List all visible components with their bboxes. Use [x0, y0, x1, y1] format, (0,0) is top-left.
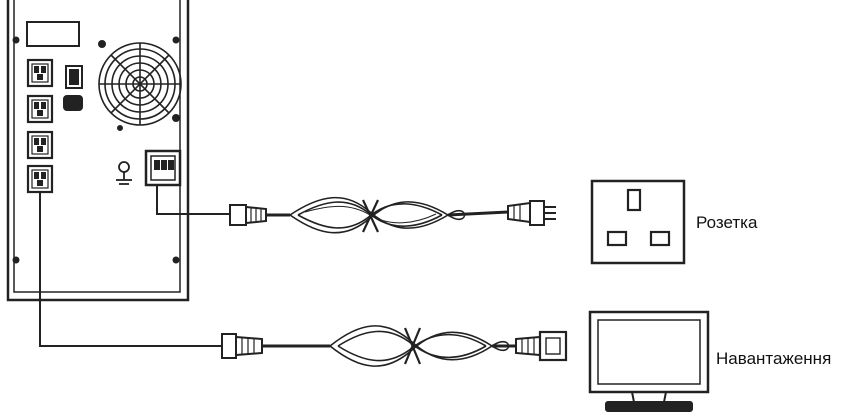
socket-label: Розетка — [696, 213, 758, 232]
ground-icon — [116, 161, 132, 185]
ups-ac-input-inlet — [144, 149, 182, 187]
coiled-cable — [288, 196, 509, 234]
power-cord-icon — [229, 204, 290, 226]
load-label: Навантаження — [716, 349, 832, 368]
ups-rear-panel — [6, 0, 190, 302]
wall-socket-icon — [590, 179, 686, 265]
output-power-cable — [39, 192, 568, 367]
ups-comm-port-icon — [63, 65, 83, 111]
display-window — [26, 21, 80, 47]
iec-plug-left-icon — [221, 333, 330, 359]
coiled-cable-2 — [328, 325, 516, 367]
wall-plug-icon — [507, 200, 556, 226]
monitor-icon — [588, 310, 710, 412]
fan-grille-icon — [98, 42, 182, 126]
ups-outlet-3 — [26, 130, 54, 160]
ups-output-outlets — [26, 58, 54, 194]
ups-outlet-2 — [26, 94, 54, 124]
input-power-cable — [156, 185, 556, 234]
ups-outlet-1 — [26, 58, 54, 88]
iec-cord-icon — [515, 330, 568, 362]
ups-outlet-4 — [26, 164, 54, 194]
